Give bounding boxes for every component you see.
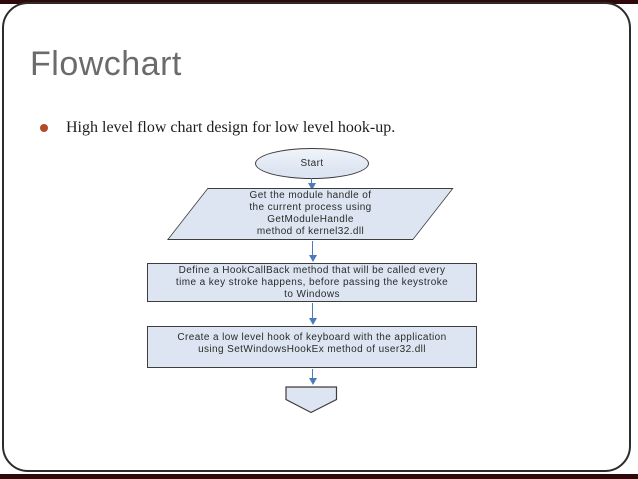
node-line: Define a HookCallBack method that will b…: [178, 264, 446, 276]
arrow-shaft: [311, 178, 312, 183]
bullet-item: High level flow chart design for low lev…: [40, 118, 395, 138]
bullet-marker-icon: [40, 124, 48, 132]
node-line: Get the module handle of: [249, 190, 372, 201]
flowchart-node-offpage-connector: [285, 386, 338, 414]
arrow-head-icon: [307, 183, 316, 190]
flowchart-node-create-hook: Create a low level hook of keyboard with…: [147, 326, 477, 368]
adjacent-slide-edge-top: [0, 0, 638, 4]
arrow-shaft: [312, 369, 313, 378]
node-line: using SetWindowsHookEx method of user32.…: [198, 344, 426, 355]
flow-arrow-2: [308, 241, 317, 262]
arrow-shaft: [312, 303, 313, 318]
flow-arrow-4: [308, 369, 317, 385]
arrow-head-icon: [308, 378, 317, 385]
offpage-connector-shape: [285, 386, 338, 414]
node-line: to Windows: [284, 288, 340, 300]
flow-arrow-1: [307, 178, 316, 190]
bullet-text: High level flow chart design for low lev…: [66, 119, 396, 136]
flowchart-node-get-module-handle: Get the module handle of the current pro…: [167, 188, 454, 240]
node-line: GetModuleHandle: [267, 214, 354, 225]
arrow-shaft: [312, 241, 313, 255]
node-line: Create a low level hook of keyboard with…: [177, 332, 447, 343]
adjacent-slide-edge-bottom: [0, 474, 638, 479]
node-line: method of kernel32.dll: [256, 226, 365, 237]
arrow-head-icon: [308, 318, 317, 325]
node-start-label: Start: [300, 157, 324, 169]
flowchart-node-define-hookcallback: Define a HookCallBack method that will b…: [147, 263, 477, 302]
flow-arrow-3: [308, 303, 317, 325]
arrow-head-icon: [308, 255, 317, 262]
page-title: Flowchart: [30, 45, 182, 83]
node-line: the current process using: [249, 202, 372, 213]
flowchart-node-start: Start: [255, 148, 369, 179]
node-line: time a key stroke happens, before passin…: [175, 276, 449, 288]
